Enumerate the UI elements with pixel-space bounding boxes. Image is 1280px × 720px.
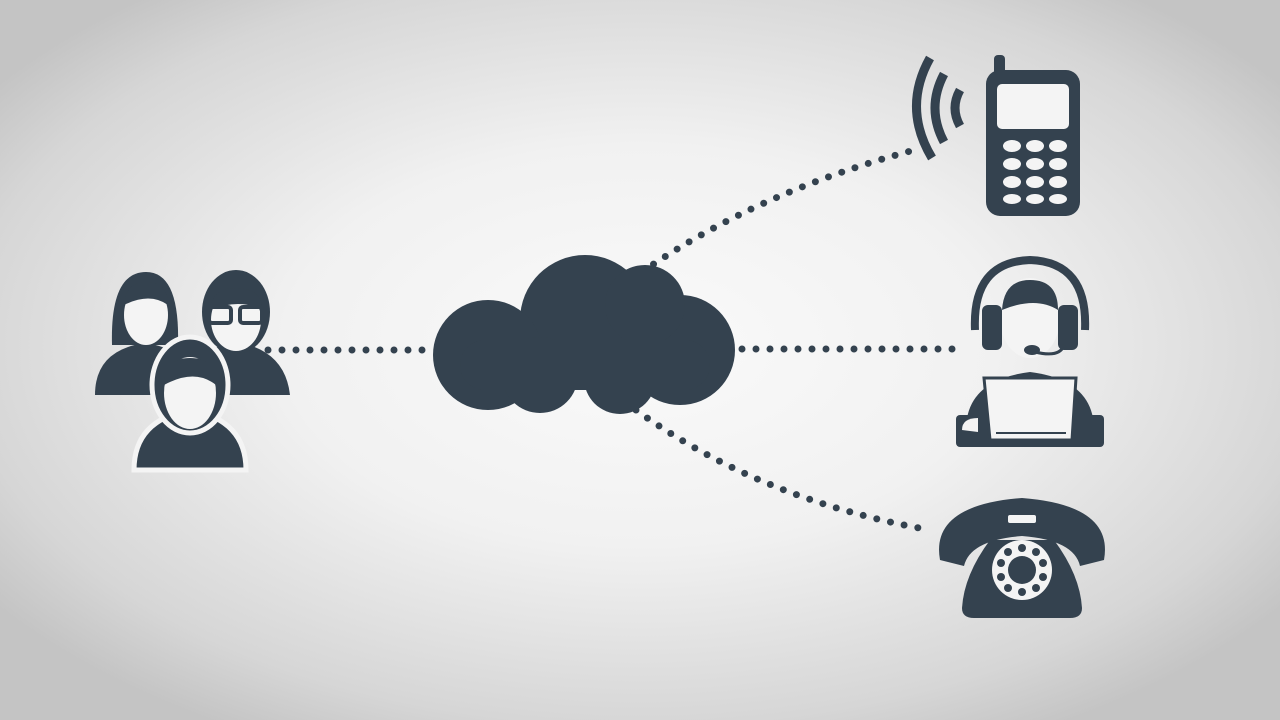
- people-group-icon: [95, 270, 290, 473]
- connector-cloud-mobile: [638, 144, 926, 276]
- connector-cloud-telephone: [632, 406, 934, 534]
- cloud-icon: [433, 255, 735, 414]
- mobile-phone-icon: [912, 55, 1080, 216]
- support-agent-icon: [956, 255, 1104, 447]
- rotary-telephone-icon: [939, 498, 1105, 618]
- signal-waves-icon: [912, 55, 965, 161]
